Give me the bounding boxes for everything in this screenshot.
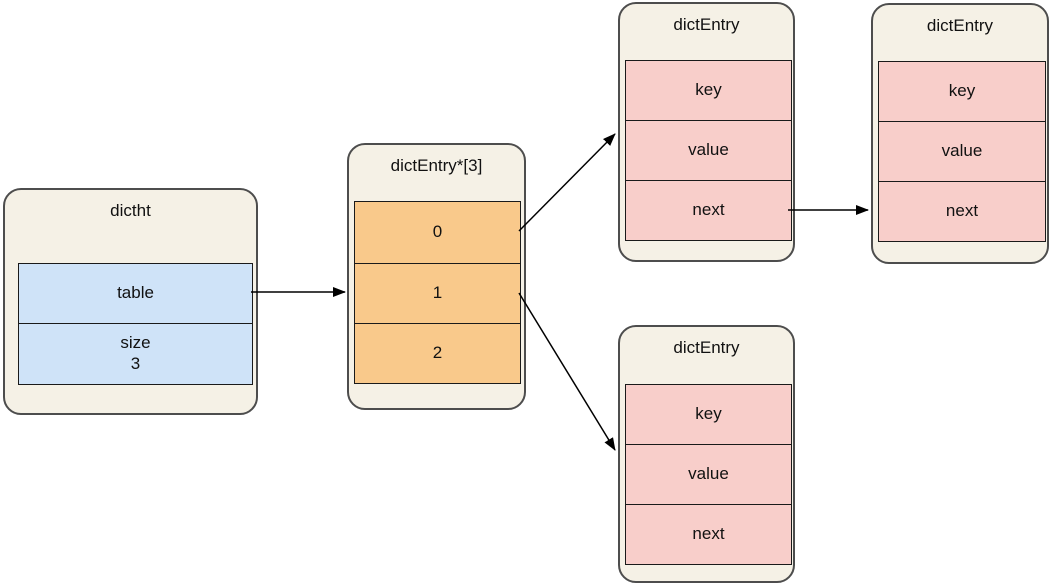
dictht-size-cell: size 3 xyxy=(18,323,253,385)
dict-entry-top-1-title: dictEntry xyxy=(673,15,740,34)
value-cell: value xyxy=(625,444,792,505)
array-slot-2: 2 xyxy=(354,323,521,384)
next-cell: next xyxy=(878,181,1046,242)
next-cell: next xyxy=(625,504,792,565)
value-field-label: value xyxy=(688,464,729,484)
key-field-label: key xyxy=(948,81,976,101)
size-field-label: size xyxy=(120,333,151,353)
key-field-label: key xyxy=(695,404,722,424)
dict-entry-array-node: dictEntry*[3] 0 1 2 xyxy=(347,143,526,410)
arrow-slot1-to-entry-bottom xyxy=(518,292,616,451)
array-slot-0: 0 xyxy=(354,201,521,264)
array-slot-2-label: 2 xyxy=(432,343,443,363)
value-cell: value xyxy=(878,121,1046,182)
dict-entry-node-top-1: dictEntry key value next xyxy=(618,2,795,262)
next-field-label: next xyxy=(692,524,725,544)
value-cell: value xyxy=(625,120,792,181)
value-field-label: value xyxy=(688,140,729,160)
next-cell: next xyxy=(625,180,792,241)
dict-entry-top-2-title: dictEntry xyxy=(926,16,994,35)
dict-entry-node-top-2: dictEntry key value next xyxy=(871,3,1049,264)
array-slot-0-label: 0 xyxy=(432,222,443,242)
size-field-value: 3 xyxy=(130,354,141,373)
dict-entry-array-title: dictEntry*[3] xyxy=(390,156,483,175)
dictht-title: dictht xyxy=(110,201,151,220)
dict-entry-node-bottom: dictEntry key value next xyxy=(618,325,795,583)
next-field-label: next xyxy=(692,200,725,220)
key-cell: key xyxy=(625,384,792,445)
array-slot-1: 1 xyxy=(354,263,521,324)
dict-entry-bottom-title: dictEntry xyxy=(673,338,740,357)
array-slot-1-label: 1 xyxy=(432,283,443,303)
value-field-label: value xyxy=(941,141,983,161)
dictht-table-cell: table xyxy=(18,263,253,324)
next-field-label: next xyxy=(945,201,979,221)
table-field-label: table xyxy=(117,283,154,303)
arrow-slot0-to-entry-top xyxy=(518,133,616,232)
key-cell: key xyxy=(625,60,792,121)
dictht-node: dictht table size 3 xyxy=(3,188,258,415)
key-field-label: key xyxy=(695,80,722,100)
key-cell: key xyxy=(878,61,1046,122)
